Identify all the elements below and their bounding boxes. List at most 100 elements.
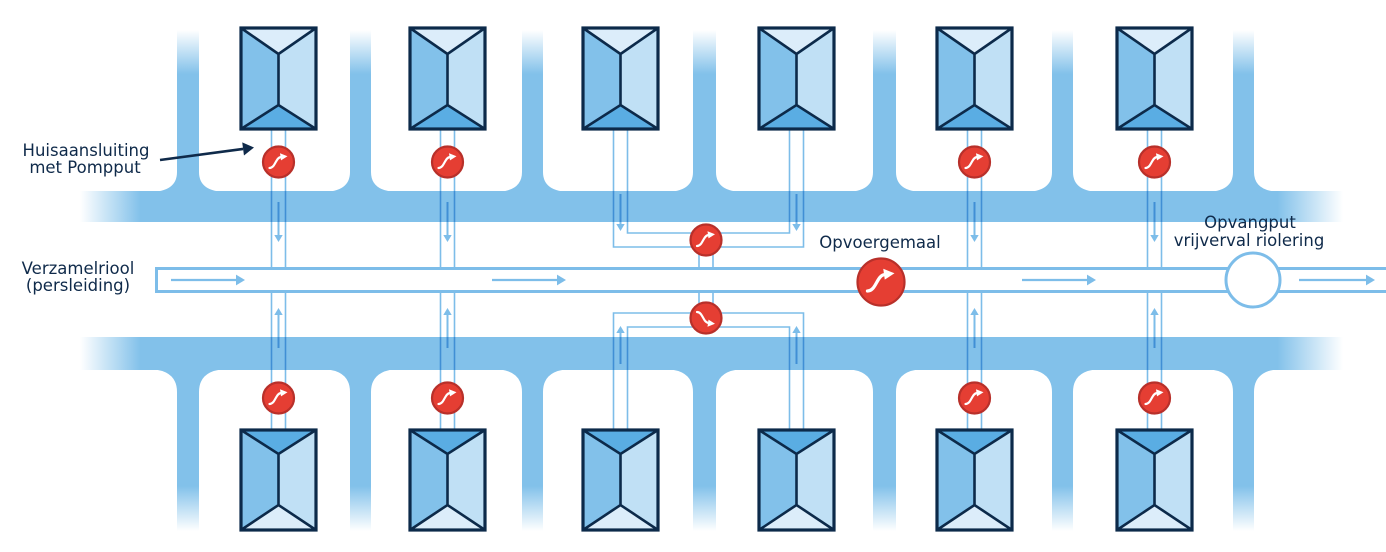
roof-face-top: [1117, 430, 1192, 454]
roof-ridges: [582, 26, 659, 131]
house-outline: [239, 26, 318, 131]
pump-flow-curve: [865, 272, 888, 293]
house-outline: [581, 26, 660, 131]
pump-body: [430, 381, 465, 415]
house-pump-bottom-1: [261, 381, 296, 415]
pump-body: [689, 301, 723, 335]
flow-arrow-down: [443, 202, 452, 242]
pump-body: [957, 381, 992, 415]
flow-arrow-down: [616, 194, 625, 231]
flow-arrow-down: [1150, 202, 1159, 242]
roof-face-bottom: [759, 505, 834, 530]
roof-face-bottom: [241, 105, 316, 129]
flow-arrow-up: [443, 308, 452, 348]
pump-flow-arrowhead: [976, 389, 984, 397]
pumps: [261, 145, 1282, 415]
arrow-head: [557, 274, 566, 286]
label-house-connection-line2: met Pompput: [29, 158, 141, 177]
side-street-top: [1024, 30, 1101, 192]
pump-rising-icon: [964, 389, 984, 406]
annotations: [159, 142, 254, 162]
roof-face-top: [759, 28, 834, 54]
roof-ridges: [936, 26, 1013, 131]
side-street-top: [322, 30, 399, 192]
roof-ridges: [582, 428, 659, 532]
road-top: [80, 191, 1343, 222]
house-outline: [935, 26, 1014, 131]
house-outline: [239, 428, 318, 532]
house-icon-top-5: [935, 26, 1014, 131]
flow-arrow-main: [492, 274, 566, 286]
roof-face-right: [796, 28, 834, 129]
pump-flow-arrowhead: [1156, 389, 1164, 397]
arrow-head: [1087, 274, 1096, 286]
pump-flow-arrowhead: [883, 268, 895, 280]
house-outline: [581, 428, 660, 532]
side-street-bottom: [1022, 369, 1103, 531]
shared-pump-top: [689, 223, 723, 257]
booster-station-pump-icon: [856, 257, 906, 307]
arrow-head: [443, 308, 452, 315]
roof-face-top: [1117, 28, 1192, 54]
house-icon-top-3: [581, 26, 660, 131]
roof-face-bottom: [583, 105, 658, 129]
pump-flow-arrowhead: [449, 153, 457, 161]
pump-flow-curve: [268, 391, 283, 406]
pump-flow-curve: [695, 310, 711, 325]
flow-arrow-main: [171, 274, 245, 286]
label-catch-pit-line2: vrijverval riolering: [1174, 231, 1325, 250]
pump-rising-icon: [268, 389, 288, 406]
pump-flow-curve: [964, 391, 979, 406]
house-outline: [1115, 26, 1194, 131]
flow-arrow-main: [1299, 274, 1375, 286]
roof-face-top: [937, 28, 1012, 54]
pump-flow-curve: [1144, 155, 1159, 170]
roof-face-right: [620, 28, 658, 129]
roof-ridges: [409, 428, 486, 532]
roof-face-right: [447, 430, 485, 530]
side-street-bottom: [843, 369, 926, 531]
roof-face-right: [974, 28, 1012, 129]
flow-arrow-main: [1022, 274, 1096, 286]
roof-face-bottom: [759, 105, 834, 129]
side-street-top: [845, 30, 924, 192]
roads: [80, 30, 1343, 531]
house-pump-top-2: [430, 145, 465, 179]
house-icon-bottom-5: [935, 428, 1014, 532]
pump-rising-icon: [695, 231, 715, 248]
arrow-head: [242, 142, 254, 156]
label-collector-sewer-line1: Verzamelriool: [22, 259, 135, 278]
roof-face-left: [583, 430, 621, 530]
roof-face-left: [241, 430, 279, 530]
house-icon-top-1: [239, 26, 318, 131]
house-icon-top-2: [408, 26, 487, 131]
roof-face-bottom: [241, 505, 316, 530]
house-pump-bottom-5: [957, 381, 992, 415]
side-street-bottom: [492, 369, 573, 531]
pump-rising-icon: [865, 268, 895, 293]
house-icon-bottom-4: [757, 428, 836, 532]
roof-face-bottom: [937, 505, 1012, 530]
side-street-bottom: [147, 369, 229, 531]
house-pump-top-6: [1137, 145, 1172, 179]
flow-arrow-down: [792, 194, 801, 231]
roof-face-left: [937, 430, 975, 530]
pump-body: [1137, 145, 1172, 179]
arrow-head: [1150, 235, 1159, 242]
house-pump-top-1: [261, 145, 296, 179]
roof-face-right: [278, 430, 316, 530]
arrow-head: [970, 235, 979, 242]
house-icon-bottom-1: [239, 428, 318, 532]
roof-face-right: [1154, 430, 1192, 530]
house-icon-bottom-3: [581, 428, 660, 532]
house-outline: [757, 26, 836, 131]
roof-face-left: [1117, 28, 1155, 129]
roof-ridges: [409, 26, 486, 131]
arrow-head: [616, 326, 625, 333]
roof-face-bottom: [410, 105, 485, 129]
roof-face-right: [796, 430, 834, 530]
roof-ridges: [240, 428, 317, 532]
roof-face-top: [410, 430, 485, 454]
pump-body: [261, 145, 296, 179]
